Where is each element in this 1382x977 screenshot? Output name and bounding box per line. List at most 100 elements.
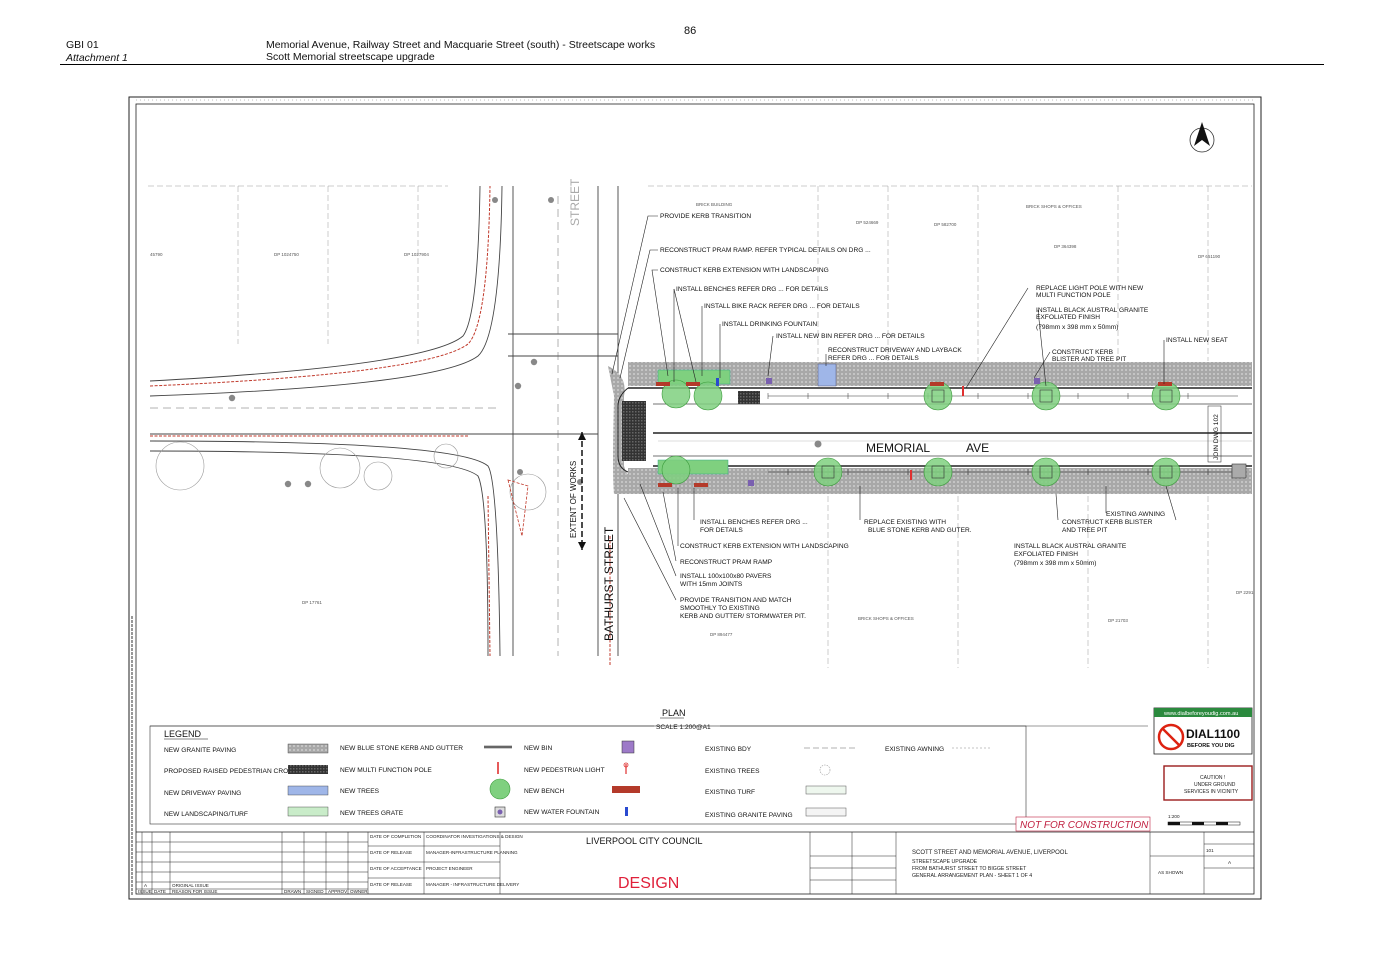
street-label-bathurst: BATHURST STREET <box>602 526 616 641</box>
left-road-kerbs <box>149 185 619 657</box>
extent-of-works-label: EXTENT OF WORKS <box>569 461 578 538</box>
no-dig-icon <box>1157 723 1185 751</box>
legend-item: EXISTING TREES <box>705 768 760 775</box>
project-subtitle: GENERAL ARRANGEMENT PLAN - SHEET 1 OF 4 <box>912 873 1032 879</box>
svg-text:BRICK BUILDING: BRICK BUILDING <box>696 202 733 207</box>
attachment-label: Attachment 1 <box>66 52 128 64</box>
callout-label: KERB AND GUTTER/ STORMWATER PIT. <box>680 613 806 620</box>
issue-head: OWNER <box>350 889 368 894</box>
callout-label: INSTALL BIKE RACK REFER DRG ... FOR DETA… <box>704 303 860 310</box>
pedestrian-lights <box>910 386 964 480</box>
callout-label: EXFOLIATED FINISH <box>1014 551 1078 558</box>
svg-text:DP 894477: DP 894477 <box>710 632 733 637</box>
callout-label: BLUE STONE KERB AND GUTER. <box>868 527 972 534</box>
date-row: DATE OF RELEASE <box>370 882 412 887</box>
swatch-bench <box>612 786 640 793</box>
drawing-sheet: MEMORIAL AVE BATHURST STREET STREET EXTE… <box>128 96 1262 900</box>
callout-label: REFER DRG ... FOR DETAILS <box>828 355 919 362</box>
issue-head: SIGNED <box>306 889 324 894</box>
plan-scale: SCALE 1:200@A1 <box>656 724 711 731</box>
new-driveway <box>817 363 837 387</box>
dial-url: www.dialbeforeyoudig.com.au <box>1163 711 1238 717</box>
svg-text:DP 21703: DP 21703 <box>1108 618 1128 623</box>
caution-line: UNDER GROUND <box>1194 782 1236 788</box>
bins <box>748 378 1040 486</box>
design-status: DESIGN <box>618 875 679 892</box>
legend-item: NEW BIN <box>524 745 552 752</box>
legend-item: EXISTING BDY <box>705 746 752 753</box>
sheet-inner-frame <box>135 103 1255 895</box>
legend-item: NEW TREES <box>340 788 380 795</box>
issue-head: APPROV <box>328 889 348 894</box>
callout-label: REPLACE LIGHT POLE WITH NEW <box>1036 285 1144 292</box>
lot-boundaries <box>148 185 1252 668</box>
legend-item: EXISTING TURF <box>705 789 755 796</box>
dial-before-you-dig: www.dialbeforeyoudig.com.au DIAL1100 BEF… <box>1153 707 1253 755</box>
caution-box: CAUTION ! UNDER GROUND SERVICES IN VICIN… <box>1163 765 1253 801</box>
callout-label: WITH 15mm JOINTS <box>680 581 743 588</box>
svg-text:DP 364398: DP 364398 <box>1054 244 1077 249</box>
project-title: SCOTT STREET AND MEMORIAL AVENUE, LIVERP… <box>912 850 1068 856</box>
page-number: 86 <box>684 25 697 37</box>
not-for-construction-box <box>1015 816 1151 832</box>
callout-leaders <box>611 215 1177 601</box>
role-row: COORDINATOR INVESTIGATIONS & DESIGN <box>426 834 523 839</box>
callout-label: CONSTRUCT KERB EXTENSION WITH LANDSCAPIN… <box>680 543 849 550</box>
dial-sub: BEFORE YOU DIG <box>1187 743 1235 749</box>
street-label-memorial: MEMORIAL <box>866 441 930 455</box>
sheet-outer-frame <box>128 96 1262 900</box>
issue-head: DRAWN <box>284 889 301 894</box>
svg-text:DP 524669: DP 524669 <box>856 220 879 225</box>
svg-text:BRICK SHOPS & OFFICES: BRICK SHOPS & OFFICES <box>1026 204 1082 209</box>
callout-label: MULTI FUNCTION POLE <box>1036 292 1111 299</box>
scale-bar-label: 1:200 <box>1168 814 1180 819</box>
left-road-red-kerb <box>149 185 611 666</box>
callout-label: AND TREE PIT <box>1062 527 1107 534</box>
callout-label: INSTALL NEW BIN REFER DRG ... FOR DETAIL… <box>776 333 925 340</box>
street-label-ave: AVE <box>966 441 989 455</box>
legend-item: NEW TREES GRATE <box>340 810 404 817</box>
callout-label: RECONSTRUCT PRAM RAMP. REFER TYPICAL DET… <box>660 247 871 254</box>
svg-text:DP 1027904: DP 1027904 <box>404 252 429 257</box>
north-arrow-icon <box>1189 122 1215 153</box>
legend-item: NEW BLUE STONE KERB AND GUTTER <box>340 745 463 752</box>
street-label-north: STREET <box>568 178 582 226</box>
fountains <box>716 378 719 386</box>
caution-line: SERVICES IN VICINITY <box>1184 789 1239 795</box>
role-row: PROJECT ENGINEER <box>426 866 473 871</box>
callout-label: BLISTER AND TREE PIT <box>1052 356 1126 363</box>
callout-label: (798mm x 398 mm x 50mm) <box>1036 324 1118 331</box>
callout-label: REPLACE EXISTING WITH <box>864 519 946 526</box>
issue-head: REASON FOR ISSUE <box>172 889 217 894</box>
title-block: A ORIGINAL ISSUE ISSUE DATE REASON FOR I… <box>136 831 1254 894</box>
svg-text:DP 2291: DP 2291 <box>1236 590 1254 595</box>
ref-code: GBI 01 <box>66 39 99 51</box>
callout-label: INSTALL BENCHES REFER DRG ... FOR DETAIL… <box>676 286 829 293</box>
callout-label: INSTALL DRINKING FOUNTAIN <box>722 321 817 328</box>
svg-text:DP 582700: DP 582700 <box>934 222 957 227</box>
plan-title: PLAN <box>662 708 686 718</box>
callout-label: SMOOTHLY TO EXISTING <box>680 605 760 612</box>
legend-item: NEW PEDESTRIAN LIGHT <box>524 767 605 774</box>
svg-text:DP 17761: DP 17761 <box>302 600 322 605</box>
legend-item: NEW LANDSCAPING/TURF <box>164 811 248 818</box>
callout-label: PROVIDE TRANSITION AND MATCH <box>680 597 792 604</box>
callout-label: RECONSTRUCT DRIVEWAY AND LAYBACK <box>828 347 962 354</box>
join-dwg-label: JOIN DWG 102 <box>1213 414 1220 460</box>
scale-bar: 1:200 <box>1167 814 1241 826</box>
driveway-hatch <box>738 391 760 404</box>
swatch-driveway <box>287 785 329 796</box>
swatch-fountain <box>625 807 628 816</box>
dial-number: DIAL1100 <box>1186 727 1240 741</box>
legend-item: NEW GRANITE PAVING <box>164 747 236 754</box>
callout-label: INSTALL BENCHES REFER DRG ... <box>700 519 808 526</box>
legend-item: EXISTING GRANITE PAVING <box>705 812 793 819</box>
callout-label: CONSTRUCT KERB EXTENSION WITH LANDSCAPIN… <box>660 267 829 274</box>
legend-item: NEW BENCH <box>524 788 565 795</box>
date-row: DATE OF RELEASE <box>370 850 412 855</box>
legend-item: NEW MULTI FUNCTION POLE <box>340 767 432 774</box>
swatch-granite <box>287 743 329 754</box>
council-name: LIVERPOOL CITY COUNCIL <box>586 836 703 846</box>
legend: LEGEND NEW GRANITE PAVING PROPOSED RAISE… <box>149 725 1027 825</box>
